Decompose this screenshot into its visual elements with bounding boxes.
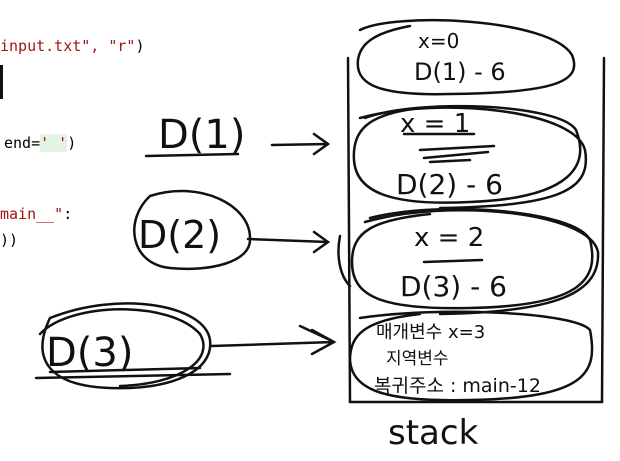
arrow-1: [270, 132, 331, 156]
call-d1-label: D(1): [158, 112, 245, 158]
main-string: main__": [0, 205, 64, 223]
frame-2-line2: D(3) - 6: [400, 270, 507, 303]
frame-3-oval: [348, 310, 594, 402]
frame-2-line1: x = 2: [414, 223, 484, 253]
frame-1-oval-outer: [358, 106, 588, 210]
frame-1-line1: x = 1: [400, 109, 470, 139]
frame-top-oval: [356, 18, 576, 96]
mode-string: "r": [108, 37, 136, 55]
end-keyword: end=: [4, 134, 41, 152]
space-string: ' ': [40, 134, 68, 152]
frame-3-line3: 복귀주소 : main-12: [374, 375, 541, 397]
frame-top-line1: x=0: [418, 29, 459, 53]
string-separator: ",: [81, 37, 109, 55]
code-line-open: input.txt", "r"): [0, 37, 145, 55]
filename-string: input.txt: [0, 37, 82, 55]
d2-circle: [133, 189, 252, 271]
frame-3-line1: 매개변수 x=3: [376, 322, 485, 343]
arrow-2: [246, 230, 331, 254]
code-line-print: end=' '): [4, 134, 76, 152]
call-close-parens: )): [0, 231, 19, 249]
code-editor-fragment: input.txt", "r") end=' ') main__": )): [0, 0, 180, 300]
colon: :: [63, 205, 73, 223]
print-close-paren: ): [67, 134, 77, 152]
call-d2-label: D(2): [138, 213, 221, 257]
frame-1-oval: [352, 104, 582, 204]
d3-circle-2: [38, 308, 205, 388]
frame-3-line2: 지역변수: [386, 349, 449, 369]
stack-label: stack: [388, 413, 479, 453]
frame-top-line2: D(1) - 6: [414, 58, 506, 86]
frame-2-oval-outer: [363, 209, 600, 316]
code-line-main: main__":: [0, 205, 72, 223]
frame-1-line2: D(2) - 6: [396, 168, 503, 201]
frame-2-side-stroke: [337, 234, 352, 288]
cursor-bar: [0, 65, 3, 99]
call-d3-label: D(3): [46, 330, 133, 376]
stack-outline: [346, 56, 606, 404]
code-line-call: )): [0, 231, 18, 249]
close-paren: ): [135, 37, 145, 55]
